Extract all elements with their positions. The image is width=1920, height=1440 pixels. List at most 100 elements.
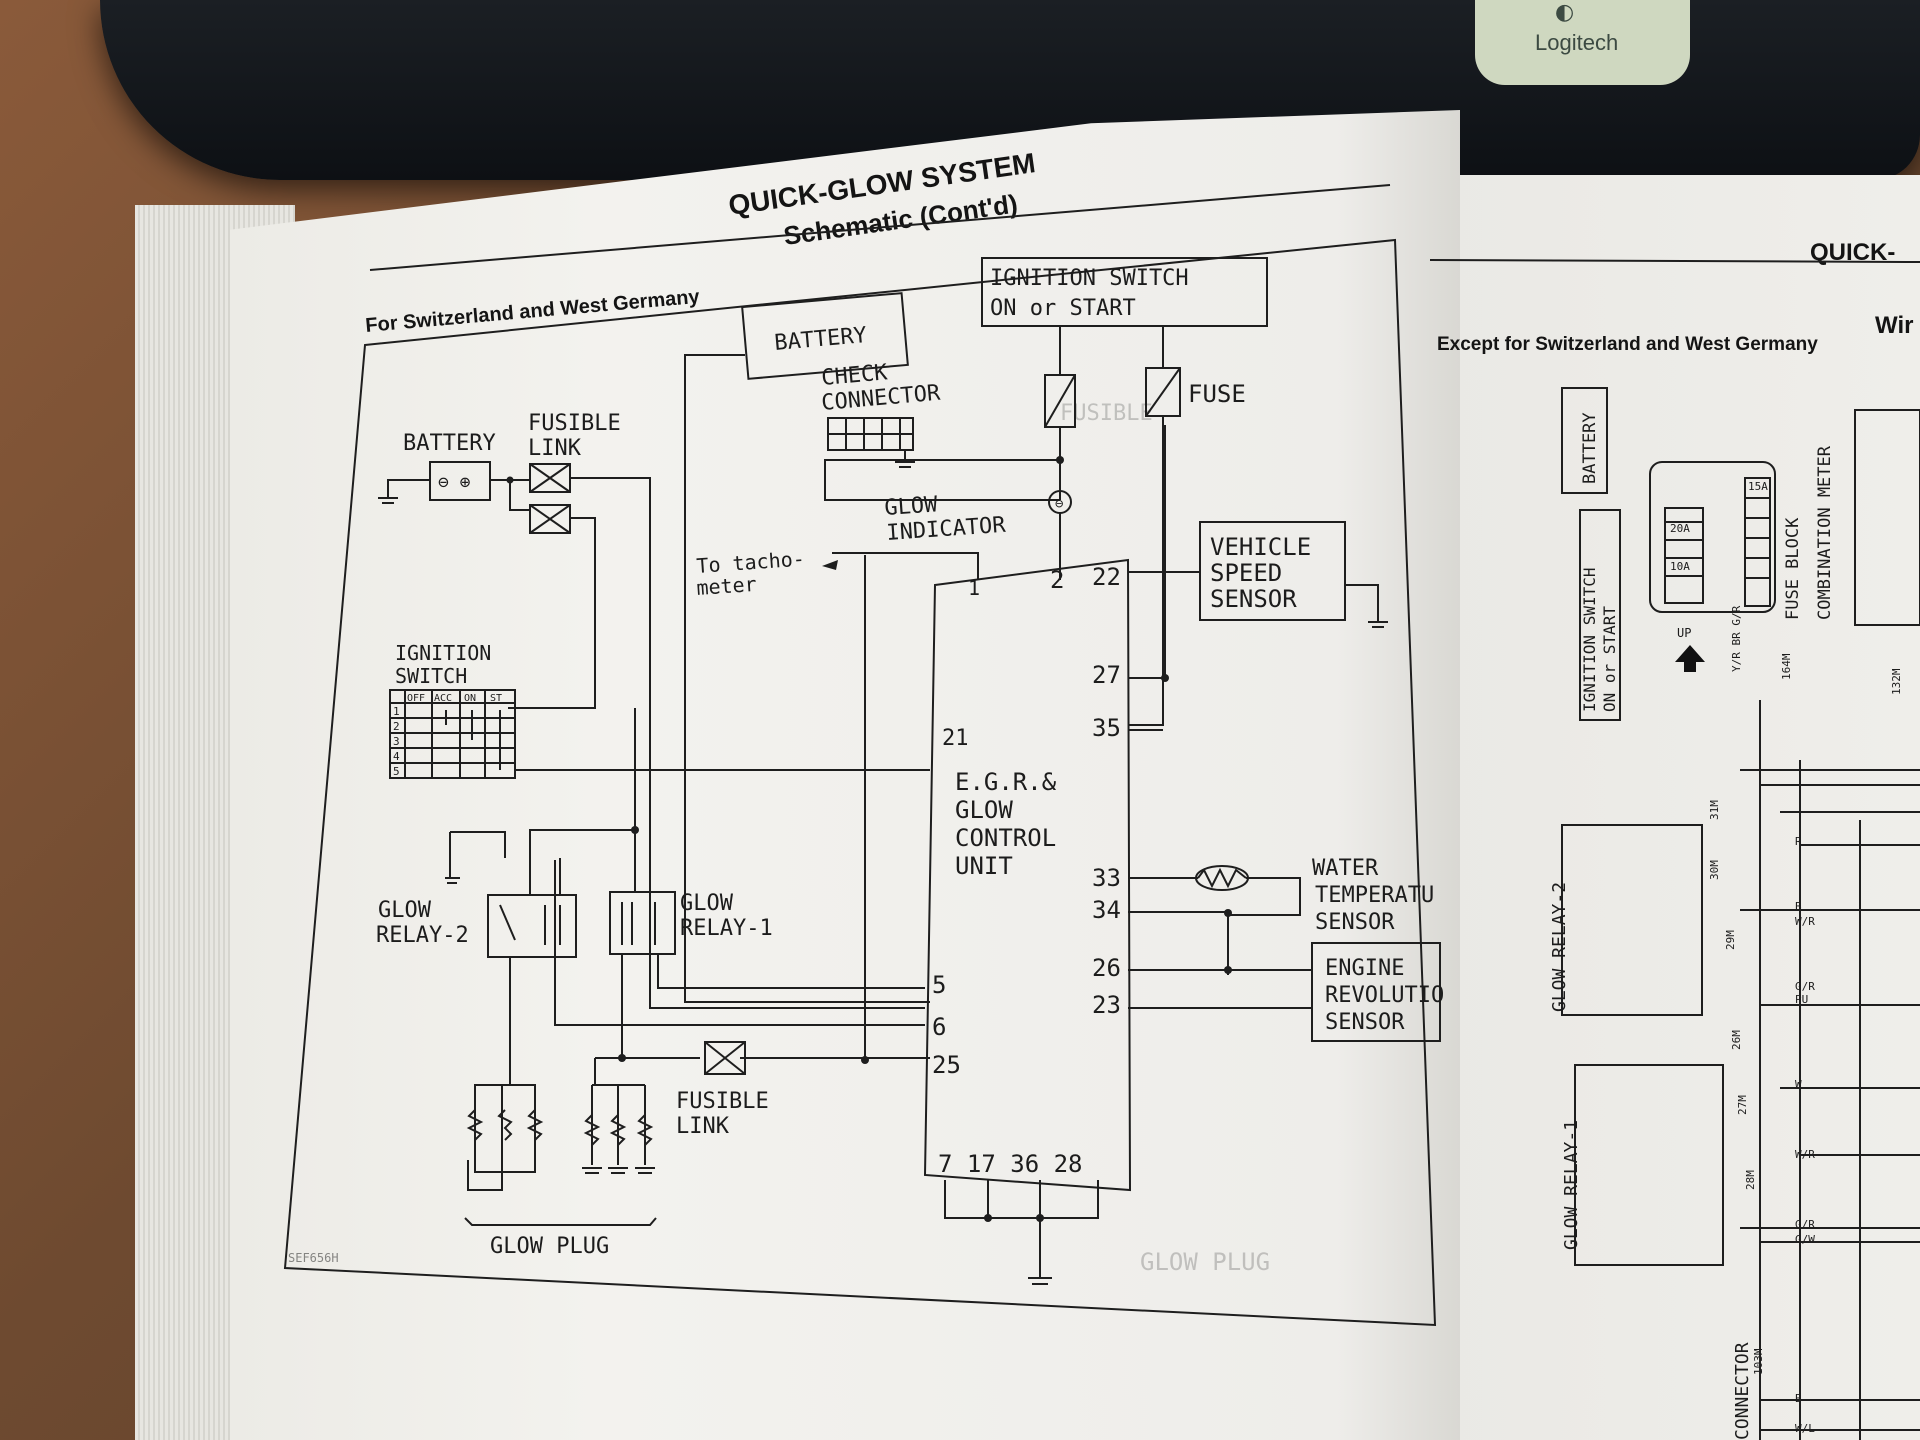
region-caption: For Switzerland and West Germany	[365, 286, 702, 337]
terminal-23: 23	[1092, 991, 1121, 1019]
fusible-link-top-label-2: LINK	[528, 436, 582, 461]
fusible-link-icon	[704, 1041, 746, 1075]
ground-icon	[895, 450, 915, 468]
left-page	[230, 110, 1460, 1440]
right-page	[1395, 175, 1920, 1440]
connector-code: 31M	[1708, 800, 1721, 820]
right-page-subtitle: Wir	[1875, 312, 1913, 339]
wire	[684, 354, 930, 1003]
fusible-link-bottom-label: FUSIBLE	[676, 1089, 769, 1114]
check-connector-icon	[828, 418, 913, 450]
diagram-frame	[283, 238, 1437, 1327]
wire	[1128, 969, 1312, 1009]
brand-text: Logitech	[1535, 30, 1619, 55]
terminal-35: 35	[1092, 714, 1121, 742]
wire	[490, 479, 530, 511]
engine-revolution-sensor-label-2: REVOLUTIO	[1325, 983, 1444, 1008]
junction-dot	[1036, 1214, 1044, 1222]
terminal-5: 5	[932, 971, 946, 999]
logitech-tab	[1475, 0, 1690, 85]
water-temp-sensor-label-2: TEMPERATU	[1315, 883, 1434, 908]
svg-text:OFF: OFF	[407, 693, 425, 704]
glow-plug-group-1	[466, 1084, 544, 1191]
ignition-switch-top-label: IGNITION SWITCH	[990, 266, 1189, 291]
terminal-2: 2	[1050, 566, 1064, 594]
junction-dot	[618, 1054, 626, 1062]
wire-code: G/R	[1795, 1218, 1815, 1231]
fusible-link-icon	[529, 463, 571, 493]
fuse-block-label: FUSE BLOCK	[1783, 517, 1803, 620]
wire	[509, 954, 930, 1085]
wire	[508, 477, 925, 1009]
junction-dot	[1056, 456, 1064, 464]
page-code: SEF656H	[288, 1251, 339, 1265]
junction-dot	[984, 1214, 992, 1222]
connector-code: 164M	[1780, 653, 1793, 680]
wire-code: G/R	[1795, 980, 1815, 993]
glow-relay-1-label: GLOW	[680, 891, 734, 916]
engine-revolution-sensor-label: ENGINE	[1325, 956, 1404, 981]
battery-terminals-icon: ⊖ ⊕	[438, 472, 471, 493]
side-wire-codes: Y/R BR G/R	[1730, 605, 1743, 672]
right-glow-relay-2-label: GLOW RELAY-2	[1549, 882, 1570, 1012]
fuse-label: FUSE	[1188, 380, 1246, 408]
terminal-26: 26	[1092, 954, 1121, 982]
wire	[824, 427, 1061, 501]
wire	[832, 552, 979, 580]
relay-switch-icon	[499, 904, 561, 945]
wire-code: W/L	[1795, 1422, 1815, 1435]
relay-switch-icon	[621, 902, 656, 945]
wire	[1128, 877, 1301, 975]
logitech-logo-icon: ◐	[1555, 0, 1575, 25]
ground-icon	[445, 831, 506, 884]
glow-plug-label: GLOW PLUG	[490, 1234, 609, 1259]
wire-code: B	[1795, 1392, 1802, 1405]
control-unit-label-4: UNIT	[955, 852, 1013, 880]
terminal-21: 21	[942, 726, 969, 751]
terminal-6: 6	[932, 1013, 946, 1041]
junction-dot	[506, 476, 514, 484]
vehicle-speed-sensor-label-2: SPEED	[1210, 559, 1282, 587]
glow-plug-bracket	[464, 1217, 657, 1226]
ground-icon	[378, 479, 430, 504]
connector-code: 28M	[1744, 1170, 1757, 1190]
fuse-block-slot	[1744, 477, 1771, 607]
svg-text:2: 2	[393, 720, 400, 733]
wire-code: R	[1795, 835, 1802, 848]
fuse-10a-label: 10A	[1670, 560, 1690, 573]
svg-text:ST: ST	[490, 693, 502, 704]
right-fuse-block	[1649, 461, 1776, 613]
glow-relay-2-box	[487, 894, 577, 958]
connector-code: 27M	[1736, 1095, 1749, 1115]
battery-left-label: BATTERY	[403, 431, 496, 456]
combination-meter-label: COMBINATION METER	[1815, 445, 1835, 620]
terminal-34: 34	[1092, 896, 1121, 924]
junction-dot	[1224, 966, 1232, 974]
fuse-block-slot	[1664, 507, 1704, 604]
wire-code: W/R	[1795, 915, 1815, 928]
battery-top-label: BATTERY	[773, 323, 868, 356]
glow-fuse-symbol	[1044, 374, 1076, 428]
svg-text:3: 3	[393, 735, 400, 748]
wire	[508, 707, 930, 771]
terminal-25: 25	[932, 1051, 961, 1079]
combination-meter-box	[1854, 409, 1920, 626]
junction-dot	[1161, 674, 1169, 682]
ignition-switch-top-box	[981, 257, 1268, 327]
ignition-switch-table: OFF ACC ON ST 1 2 3 4 5	[389, 689, 516, 779]
fusible-link-top-label: FUSIBLE	[528, 411, 621, 436]
ignition-switch-top-label-2: ON or START	[990, 296, 1136, 321]
terminal-1: 1	[968, 576, 980, 600]
svg-text:5: 5	[393, 765, 400, 778]
right-battery-label: BATTERY	[1580, 412, 1600, 484]
fusible-link-bottom-label-2: LINK	[676, 1114, 730, 1139]
wire	[1059, 326, 1164, 375]
fuse-15a-label: 15A	[1748, 480, 1768, 493]
connector-code: 26M	[1730, 1030, 1743, 1050]
wire-code: G/W	[1795, 1233, 1815, 1246]
show-through-text: FUSIBLE	[1060, 401, 1153, 426]
connector-code: 30M	[1708, 860, 1721, 880]
right-region-caption: Except for Switzerland and West Germany	[1437, 334, 1818, 355]
